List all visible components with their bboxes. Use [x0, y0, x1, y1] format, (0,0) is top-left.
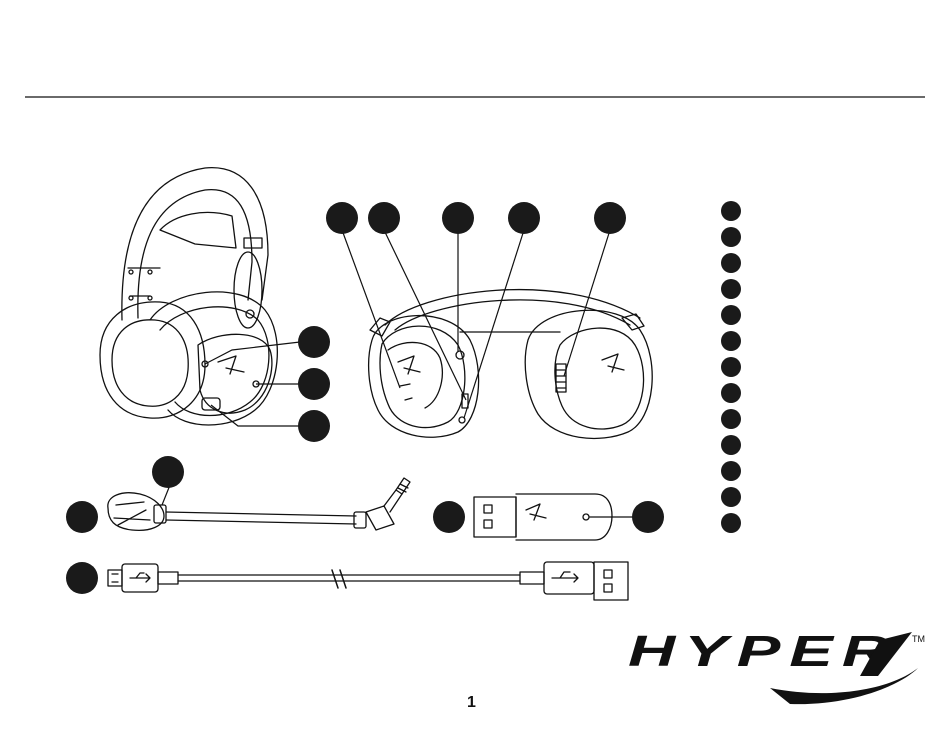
callout-markers [66, 202, 664, 594]
callout-lines-front [342, 230, 610, 418]
headset-three-quarter-view-icon [100, 168, 277, 425]
headset-front-view-icon [369, 290, 653, 439]
legend-marker [721, 331, 741, 351]
callout-marker [433, 501, 465, 533]
detachable-microphone-icon [108, 478, 410, 530]
callout-marker [326, 202, 358, 234]
legend-marker [721, 227, 741, 247]
legend-marker [721, 279, 741, 299]
legend-marker [721, 435, 741, 455]
legend-markers [721, 201, 741, 533]
legend-marker [721, 487, 741, 507]
legend-marker [721, 253, 741, 273]
svg-text:TM: TM [912, 634, 925, 644]
callout-marker [66, 562, 98, 594]
callout-marker [594, 202, 626, 234]
legend-marker [721, 201, 741, 221]
callout-marker [368, 202, 400, 234]
callout-marker [442, 202, 474, 234]
svg-text:HYPER: HYPER [628, 627, 898, 676]
mic-callout-line [162, 485, 170, 505]
usb-charging-cable-icon [108, 562, 628, 600]
legend-marker [721, 305, 741, 325]
legend-marker [721, 461, 741, 481]
callout-marker [298, 368, 330, 400]
legend-marker [721, 513, 741, 533]
callout-marker [632, 501, 664, 533]
callout-marker [298, 326, 330, 358]
legend-marker [721, 383, 741, 403]
hyperx-logo: HYPER TM [628, 627, 925, 704]
callout-marker [298, 410, 330, 442]
legend-marker [721, 409, 741, 429]
callout-marker [152, 456, 184, 488]
legend-marker [721, 357, 741, 377]
callout-marker [66, 501, 98, 533]
page-number: 1 [467, 694, 476, 712]
callout-marker [508, 202, 540, 234]
